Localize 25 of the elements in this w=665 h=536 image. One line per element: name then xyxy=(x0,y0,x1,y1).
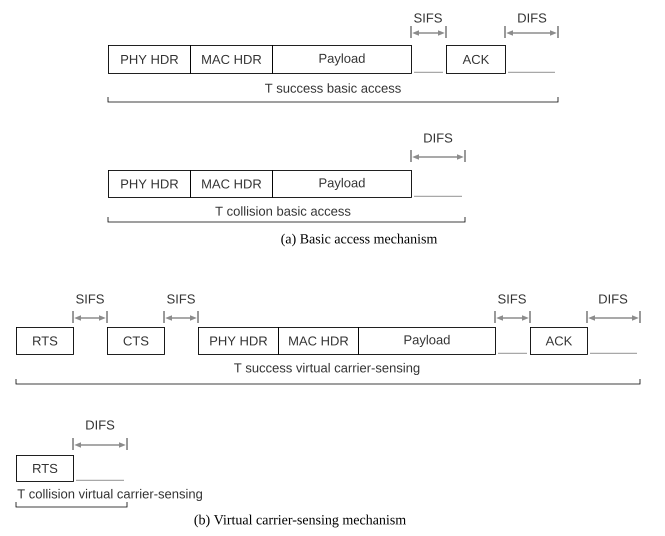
frame-box: Payload xyxy=(358,327,496,355)
duration-label: T collision virtual carrier-sensing xyxy=(18,488,202,502)
duration-label: T success basic access xyxy=(265,83,401,93)
frame-box: RTS xyxy=(16,455,74,482)
duration-label: T collision basic access xyxy=(215,206,350,216)
frame-box: PHY HDR xyxy=(198,327,279,355)
frame-box: Payload xyxy=(272,170,412,198)
frame-box: PHY HDR xyxy=(108,170,191,198)
frame-box: MAC HDR xyxy=(190,170,273,198)
interval-label: SIFS xyxy=(498,294,526,304)
caption: (b) Virtual carrier-sensing mechanism xyxy=(194,514,406,528)
frame-box: ACK xyxy=(446,45,506,74)
frame-box: PHY HDR xyxy=(108,45,191,74)
frame-box: ACK xyxy=(530,327,588,355)
interval-label: DIFS xyxy=(424,133,452,143)
interval-label: SIFS xyxy=(414,13,442,23)
frame-box: MAC HDR xyxy=(278,327,359,355)
frame-box: RTS xyxy=(16,327,74,355)
caption: (a) Basic access mechanism xyxy=(281,234,438,246)
frame-box: Payload xyxy=(272,45,412,74)
interval-label: SIFS xyxy=(167,294,195,304)
duration-label: T success virtual carrier-sensing xyxy=(234,362,420,376)
interval-label: SIFS xyxy=(76,294,104,304)
frame-box: CTS xyxy=(107,327,165,355)
frame-box: MAC HDR xyxy=(190,45,273,74)
